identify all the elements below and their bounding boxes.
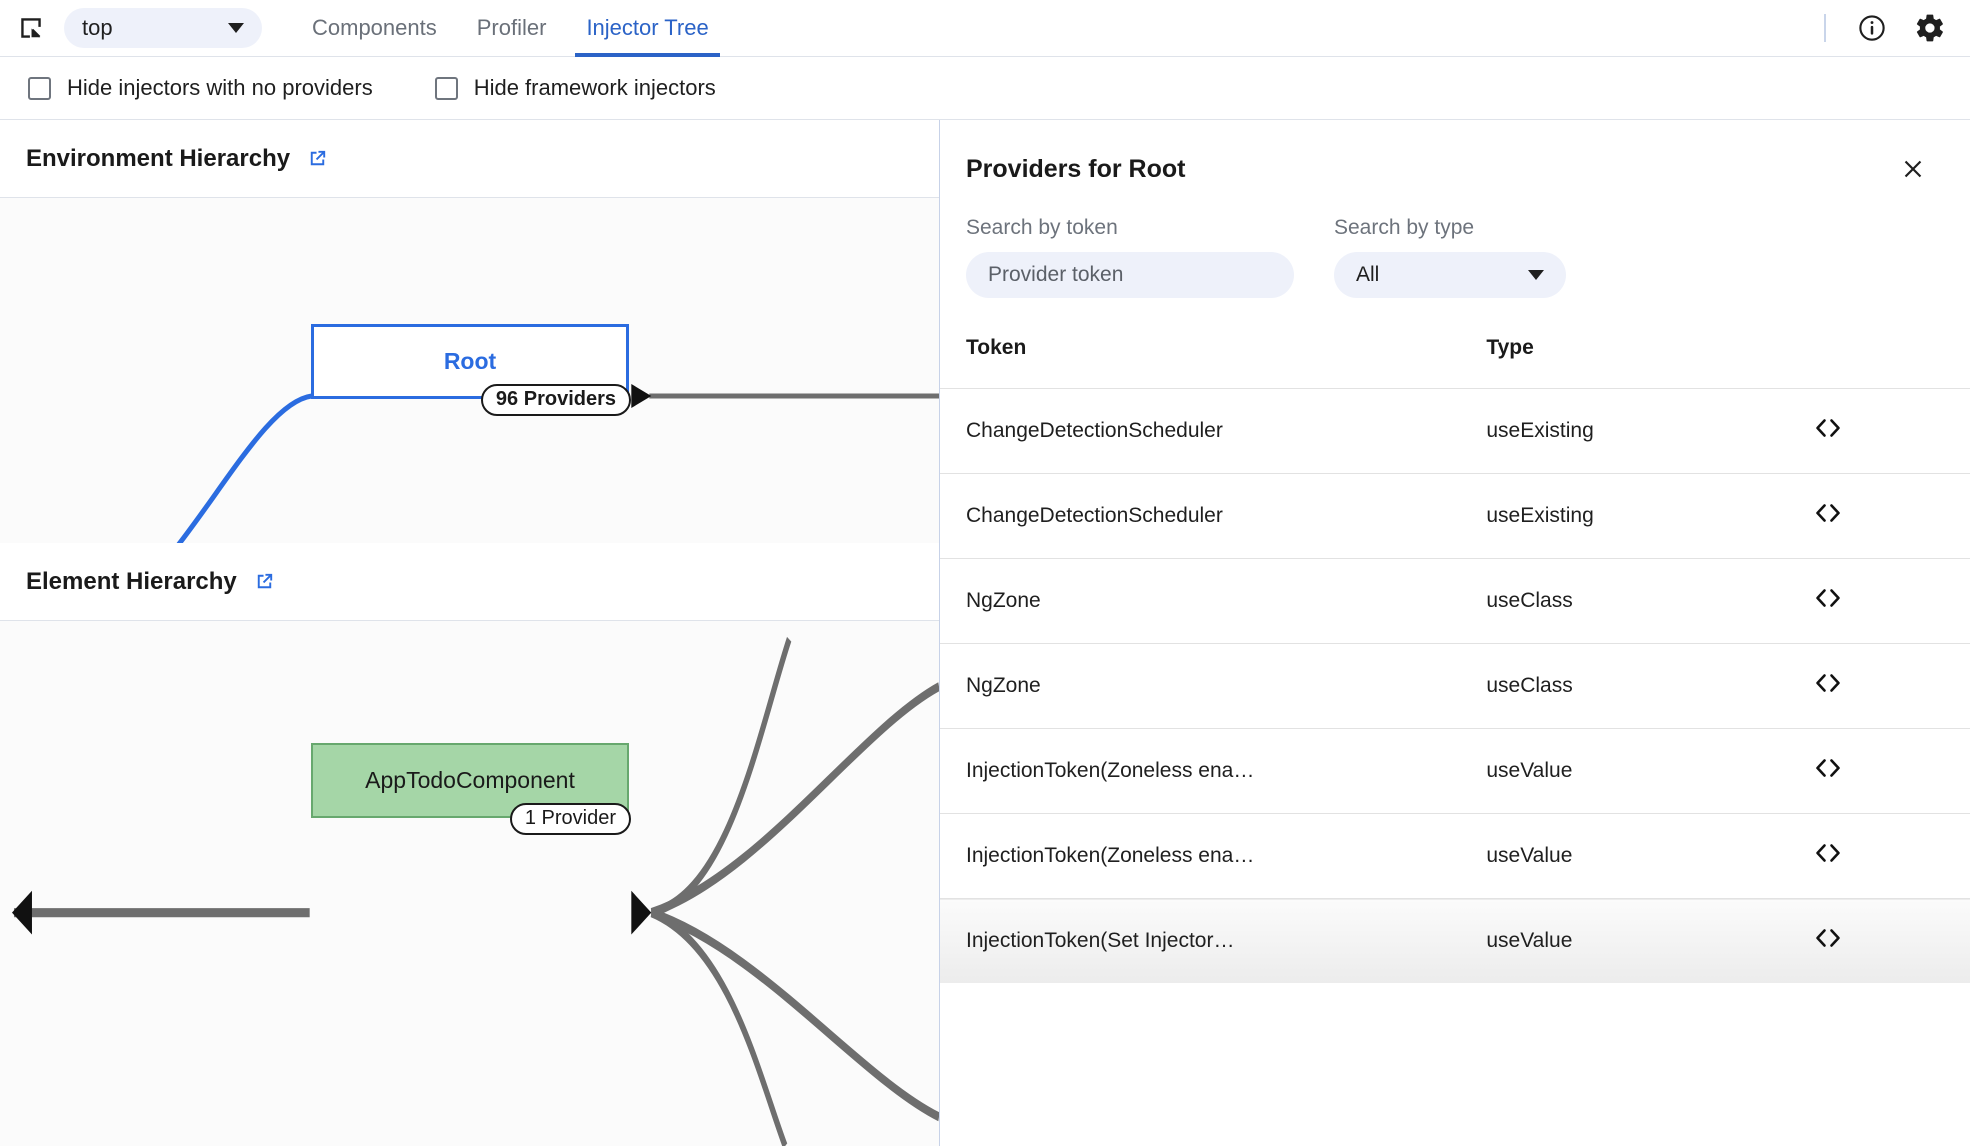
cell-token: NgZone <box>966 589 1041 612</box>
node-title: AppTodoComponent <box>365 767 575 793</box>
cell-token: ChangeDetectionScheduler <box>966 504 1223 527</box>
cell-actions <box>1813 474 1970 559</box>
search-by-token-field: Search by token Provider token <box>966 216 1294 298</box>
cell-type: useExisting <box>1486 504 1594 527</box>
cell-actions <box>1813 644 1970 729</box>
code-icon[interactable] <box>1813 416 1843 440</box>
checkbox-box <box>28 76 51 100</box>
info-icon[interactable] <box>1854 10 1890 46</box>
table-row[interactable]: InjectionToken(Zoneless ena… useValue <box>940 728 1970 814</box>
cell-type: useValue <box>1486 759 1573 782</box>
chevron-down-icon <box>1528 270 1544 280</box>
table-row[interactable]: ChangeDetectionScheduler useExisting <box>940 473 1970 559</box>
cell-actions <box>1813 899 1970 984</box>
column-header-token: Token <box>966 336 1027 359</box>
toolbar-actions <box>1824 10 1948 46</box>
tab-components[interactable]: Components <box>312 15 437 40</box>
node-provider-badge: 1 Provider <box>509 803 631 835</box>
cell-token: InjectionToken(Zoneless ena… <box>966 759 1255 782</box>
external-link-icon[interactable] <box>306 147 329 170</box>
table-row[interactable]: NgZone useClass <box>940 643 1970 729</box>
cell-token: InjectionToken(Zoneless ena… <box>966 844 1255 867</box>
node-title: Root <box>443 348 497 374</box>
cell-type: useExisting <box>1486 419 1594 442</box>
search-by-token-label: Search by token <box>966 216 1118 239</box>
checkbox-box <box>434 76 458 100</box>
providers-panel-header: Providers for Root <box>940 120 1970 186</box>
search-token-input[interactable]: Provider token <box>966 252 1294 298</box>
cell-token: InjectionToken(Set Injector… <box>966 929 1235 952</box>
environment-hierarchy-graph[interactable]: Root 96 Providers <box>0 198 939 543</box>
cell-actions <box>1813 729 1970 814</box>
search-token-placeholder: Provider token <box>988 263 1124 286</box>
select-element-icon[interactable] <box>14 11 48 45</box>
column-header-type: Type <box>1486 336 1534 359</box>
top-toolbar: top Components Profiler Injector Tree <box>0 0 1970 57</box>
cell-actions <box>1813 389 1970 474</box>
providers-table: Token Type ChangeDetectionScheduler useE… <box>940 336 1970 983</box>
toolbar-divider <box>1824 14 1826 42</box>
providers-panel-title: Providers for Root <box>966 154 1186 183</box>
search-type-value: All <box>1356 263 1380 286</box>
cell-type: useValue <box>1486 844 1573 867</box>
hide-injectors-no-providers-checkbox[interactable]: Hide injectors with no providers <box>28 75 373 101</box>
column-header-actions <box>1813 336 1970 389</box>
hierarchy-pane: Environment Hierarchy Root 96 Providers <box>0 120 940 1146</box>
search-type-select[interactable]: All <box>1334 252 1566 298</box>
close-icon[interactable] <box>1896 152 1930 186</box>
hide-framework-injectors-label: Hide framework injectors <box>473 75 716 100</box>
node-provider-badge: 96 Providers <box>480 384 631 416</box>
element-hierarchy-title: Element Hierarchy <box>26 567 237 595</box>
code-icon[interactable] <box>1813 841 1843 865</box>
code-icon[interactable] <box>1813 586 1843 610</box>
injector-node-root[interactable]: Root 96 Providers <box>311 324 631 416</box>
cell-actions <box>1813 814 1970 899</box>
providers-table-head: Token Type <box>940 336 1970 389</box>
cell-type: useValue <box>1486 929 1573 952</box>
providers-panel: Providers for Root Search by token Provi… <box>940 120 1970 1146</box>
chevron-down-icon <box>228 23 244 33</box>
tab-bar: Components Profiler Injector Tree <box>292 0 729 57</box>
hide-framework-injectors-checkbox[interactable]: Hide framework injectors <box>434 75 716 101</box>
table-header-row: Token Type <box>940 336 1970 389</box>
cell-type: useClass <box>1486 674 1573 697</box>
providers-search-row: Search by token Provider token Search by… <box>940 186 1970 298</box>
code-icon[interactable] <box>1813 756 1843 780</box>
filter-bar: Hide injectors with no providers Hide fr… <box>0 57 1970 120</box>
search-by-type-field: Search by type All <box>1334 216 1566 298</box>
injector-node-app-todo-component[interactable]: AppTodoComponent 1 Provider <box>311 743 631 835</box>
gear-icon[interactable] <box>1912 10 1948 46</box>
element-hierarchy-graph[interactable]: AppTodoComponent 1 Provider <box>0 621 939 1146</box>
hide-injectors-no-providers-label: Hide injectors with no providers <box>67 75 373 100</box>
code-icon[interactable] <box>1813 501 1843 525</box>
table-row[interactable]: NgZone useClass <box>940 558 1970 644</box>
tab-profiler[interactable]: Profiler <box>476 15 547 40</box>
frame-selector[interactable]: top <box>64 8 262 48</box>
frame-selector-value: top <box>82 15 113 40</box>
providers-table-body: ChangeDetectionScheduler useExisting Cha… <box>940 388 1970 984</box>
external-link-icon[interactable] <box>253 570 276 593</box>
cell-type: useClass <box>1486 589 1573 612</box>
cell-actions <box>1813 559 1970 644</box>
table-row[interactable]: InjectionToken(Set Injector… useValue <box>940 898 1970 984</box>
code-icon[interactable] <box>1813 926 1843 950</box>
table-row[interactable]: ChangeDetectionScheduler useExisting <box>940 388 1970 474</box>
tab-injector-tree[interactable]: Injector Tree <box>566 0 728 57</box>
cell-token: ChangeDetectionScheduler <box>966 419 1223 442</box>
main-body: Environment Hierarchy Root 96 Providers <box>0 120 1970 1146</box>
element-hierarchy-header: Element Hierarchy <box>0 543 939 621</box>
environment-hierarchy-title: Environment Hierarchy <box>26 144 291 172</box>
code-icon[interactable] <box>1813 671 1843 695</box>
environment-hierarchy-header: Environment Hierarchy <box>0 120 939 198</box>
table-row[interactable]: InjectionToken(Zoneless ena… useValue <box>940 813 1970 899</box>
search-by-type-label: Search by type <box>1334 216 1475 239</box>
cell-token: NgZone <box>966 674 1041 697</box>
